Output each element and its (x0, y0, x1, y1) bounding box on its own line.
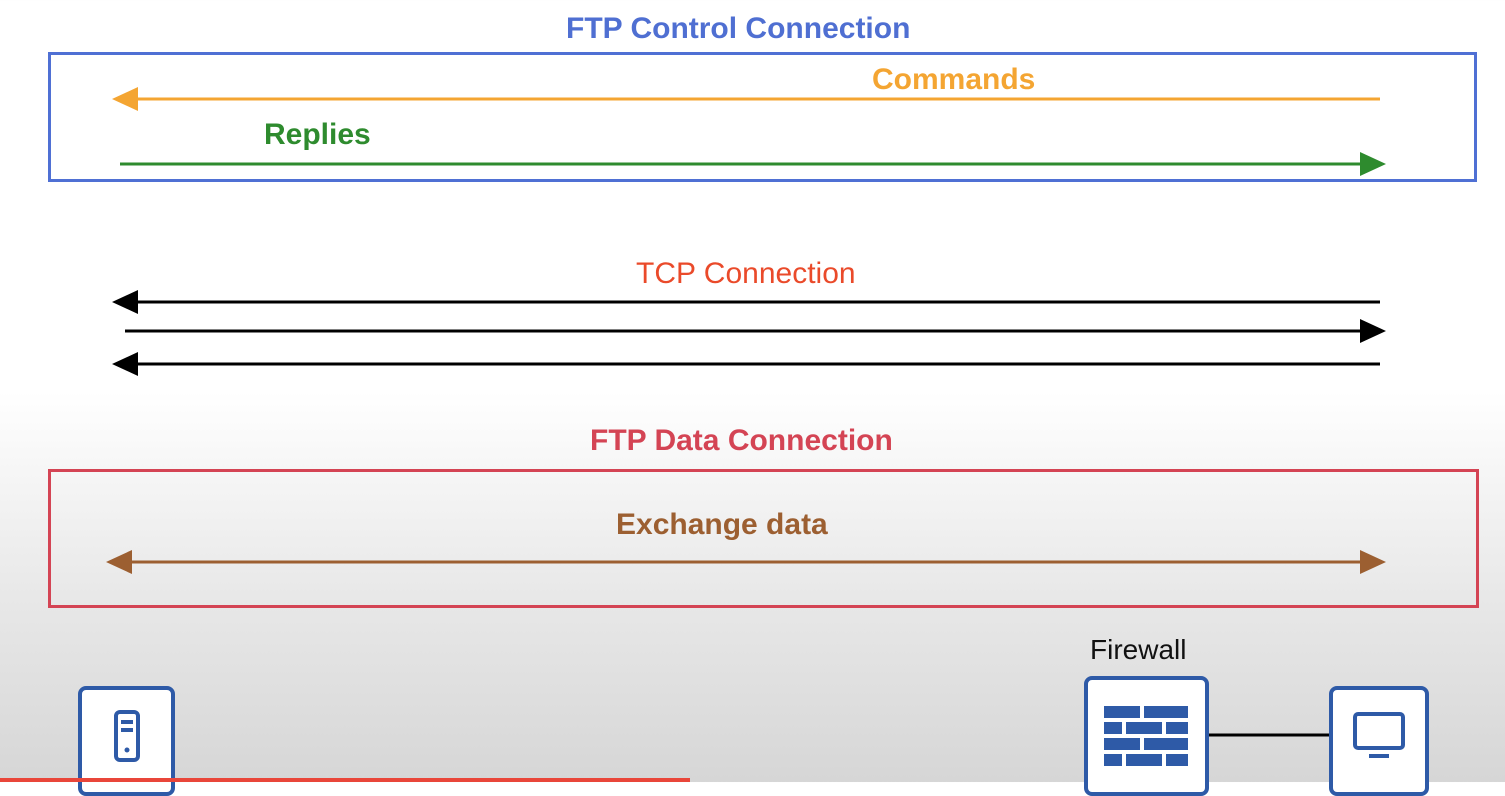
commands-arrow (112, 87, 1380, 111)
exchange-data-arrow (106, 550, 1386, 574)
control-connection-box (48, 52, 1477, 182)
server-icon (114, 710, 140, 762)
data-connection-title: FTP Data Connection (590, 424, 893, 457)
commands-label: Commands (872, 63, 1036, 96)
tcp-arrow-1 (112, 290, 1380, 314)
firewall-device[interactable] (1084, 676, 1209, 796)
replies-arrow (120, 152, 1386, 176)
progress-bar[interactable] (0, 778, 690, 782)
tcp-connection-title: TCP Connection (636, 257, 856, 290)
data-connection-box (48, 469, 1479, 608)
pc-icon (1353, 712, 1405, 758)
tcp-arrow-2 (125, 319, 1386, 343)
server-device[interactable] (78, 686, 175, 796)
tcp-arrow-3 (112, 352, 1380, 376)
firewall-icon (1104, 706, 1188, 766)
firewall-label: Firewall (1090, 634, 1187, 665)
replies-label: Replies (264, 118, 371, 151)
pc-device[interactable] (1329, 686, 1429, 796)
control-connection-title: FTP Control Connection (566, 12, 911, 45)
exchange-data-label: Exchange data (616, 508, 828, 541)
